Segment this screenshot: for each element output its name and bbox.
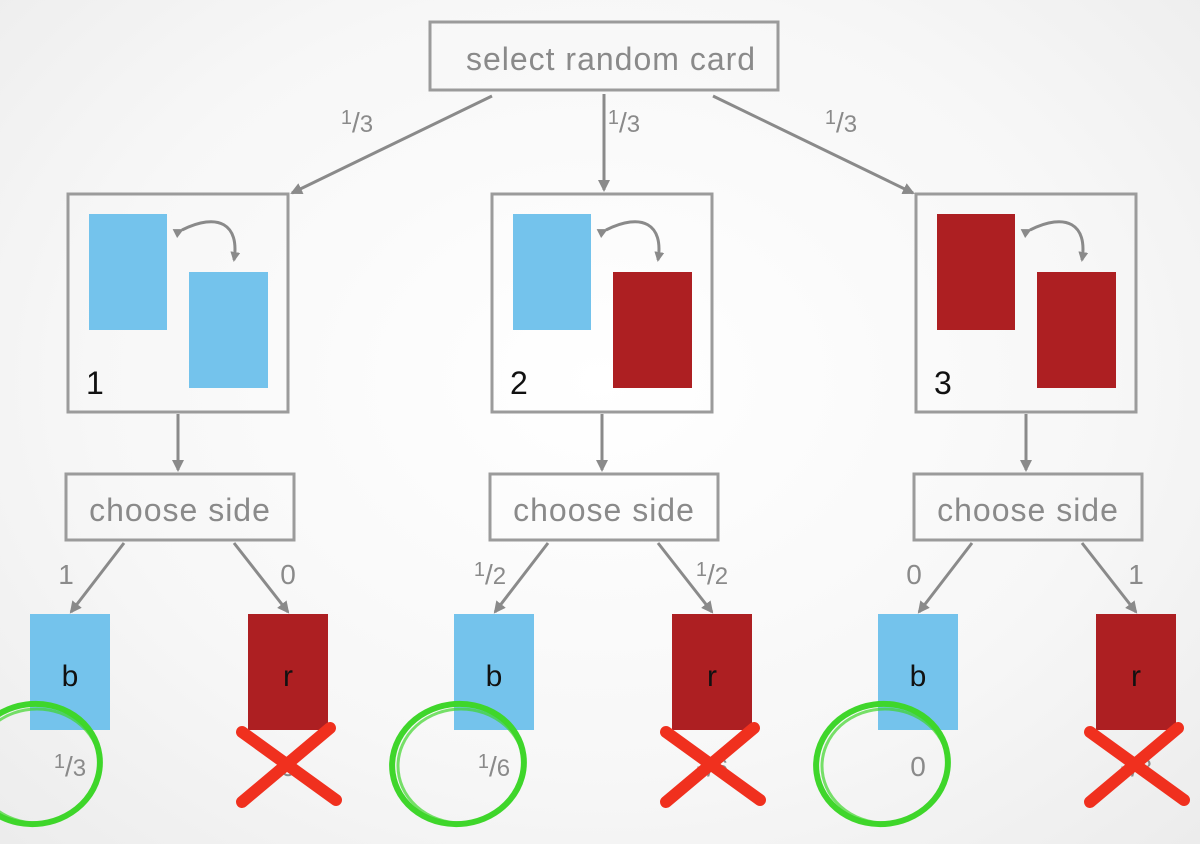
card-back-1 — [189, 272, 268, 388]
branch-arrow-3 — [712, 94, 915, 195]
choose-side-label-1: choose side — [89, 492, 271, 528]
arrow-right-3 — [1080, 542, 1138, 614]
flip-icon — [1020, 220, 1089, 262]
branch-prob-3: 1/3 — [825, 107, 857, 138]
flip-icon — [172, 220, 241, 262]
card-number-3: 3 — [934, 365, 952, 401]
outcome-letter: r — [707, 660, 717, 693]
left-prob-2: 1/2 — [474, 559, 506, 590]
outcome-letter: r — [283, 660, 293, 693]
outcome-card-r — [248, 614, 328, 730]
card-box-2 — [490, 192, 714, 414]
card-back-2 — [613, 272, 692, 388]
cross-icon-stroke — [1084, 722, 1184, 808]
card-front-2 — [513, 214, 591, 330]
right-prob-2: 1/2 — [696, 559, 728, 590]
arrow-right-2 — [656, 542, 714, 614]
root-label: select random card — [466, 41, 756, 77]
outcome-card-r — [1096, 614, 1176, 730]
card-number-1: 1 — [86, 365, 104, 401]
branch-prob-1: 1/3 — [341, 107, 373, 138]
check-circle-icon-stroke — [820, 707, 950, 825]
left-prob-1: 1 — [58, 559, 74, 590]
card-front-1 — [89, 214, 167, 330]
left-prob-3: 0 — [906, 559, 922, 590]
check-circle-icon-stroke — [396, 707, 526, 825]
arrow-left-2 — [493, 542, 550, 614]
outcome-letter: r — [1131, 660, 1141, 693]
arrow-right-1 — [232, 542, 290, 614]
choose-side-label-3: choose side — [937, 492, 1119, 528]
root-box — [428, 20, 780, 92]
card-back-3 — [1037, 272, 1116, 388]
cross-icon-stroke — [236, 722, 336, 808]
branch-prob-2: 1/3 — [608, 107, 640, 138]
outcome-result: 1/3 — [54, 751, 86, 782]
flip-icon — [596, 220, 665, 262]
card-box-3 — [914, 192, 1138, 414]
arrow-left-3 — [917, 542, 974, 614]
right-prob-1: 0 — [280, 559, 296, 590]
right-prob-3: 1 — [1128, 559, 1144, 590]
outcome-letter: b — [486, 660, 503, 693]
card-box-1 — [66, 192, 290, 414]
cross-icon-stroke — [660, 722, 760, 808]
card-number-2: 2 — [510, 365, 528, 401]
choose-side-box-3 — [912, 472, 1144, 542]
choose-side-box-2 — [488, 472, 720, 542]
branch-arrow-1 — [290, 94, 493, 195]
outcome-letter: b — [62, 660, 79, 693]
arrow-left-1 — [69, 542, 126, 614]
choose-side-box-1 — [64, 472, 296, 542]
card-front-3 — [937, 214, 1015, 330]
outcome-result: 1/6 — [478, 751, 510, 782]
check-circle-icon-stroke — [0, 707, 102, 825]
outcome-card-r — [672, 614, 752, 730]
choose-side-label-2: choose side — [513, 492, 695, 528]
outcome-result: 0 — [910, 751, 926, 782]
outcome-letter: b — [910, 660, 927, 693]
